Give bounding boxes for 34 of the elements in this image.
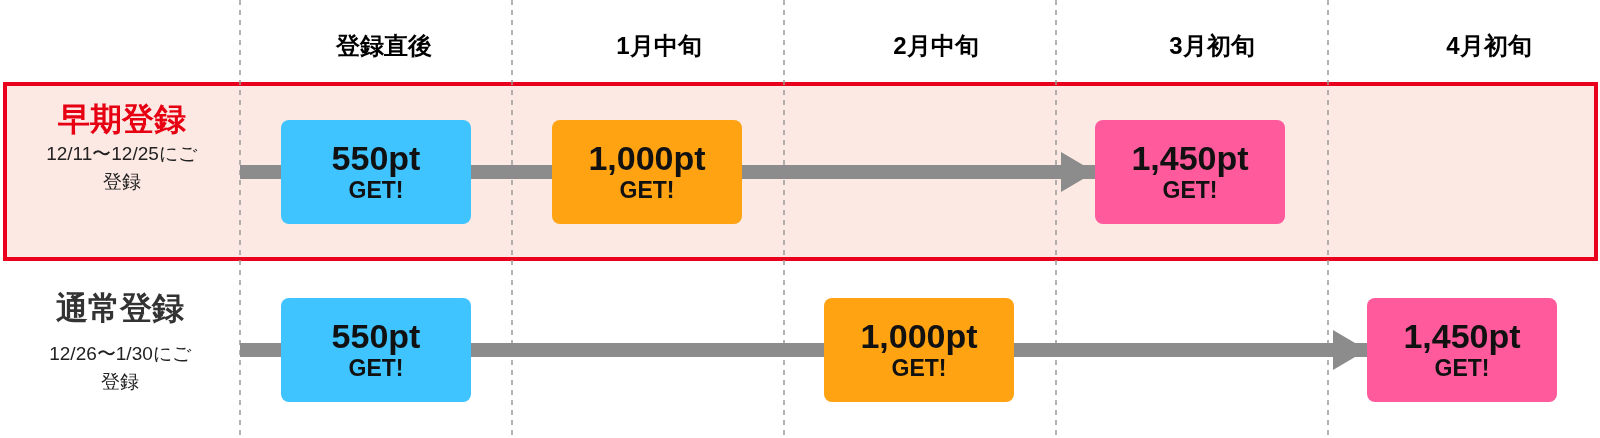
connector-line [471,165,552,179]
get-text: GET! [891,354,947,383]
points-card [1095,120,1285,224]
row-heading: 早期登録 [57,100,187,139]
connector-line [240,165,281,179]
column-heading: 3月初旬 [1168,31,1256,61]
points-card [1367,298,1557,402]
arrow [1014,330,1367,370]
connector-line [240,343,281,357]
connector-line [471,343,824,357]
points-value: 1,000pt [860,317,978,355]
date-range-text: 12/26〜1/30にご登録 [48,342,192,394]
date-range-text: 12/11〜12/25にご登録 [45,142,198,194]
points-value: 550pt [331,317,421,355]
points-card [281,298,471,402]
points-card [281,120,471,224]
get-text: GET! [1162,176,1218,205]
points-value: 1,450pt [1131,139,1249,177]
get-text: GET! [1434,354,1490,383]
highlight-band [3,82,1598,261]
column-heading: 登録直後 [335,31,433,61]
points-card [552,120,742,224]
points-value: 1,450pt [1403,317,1521,355]
arrow [742,152,1095,192]
points-value: 1,000pt [588,139,706,177]
column-heading: 4月初旬 [1445,31,1533,61]
points-value: 550pt [331,139,421,177]
column-heading: 1月中旬 [615,31,703,61]
get-text: GET! [619,176,675,205]
points-card [824,298,1014,402]
column-heading: 2月中旬 [892,31,980,61]
get-text: GET! [348,354,404,383]
get-text: GET! [348,176,404,205]
row-heading: 通常登録 [55,289,185,328]
